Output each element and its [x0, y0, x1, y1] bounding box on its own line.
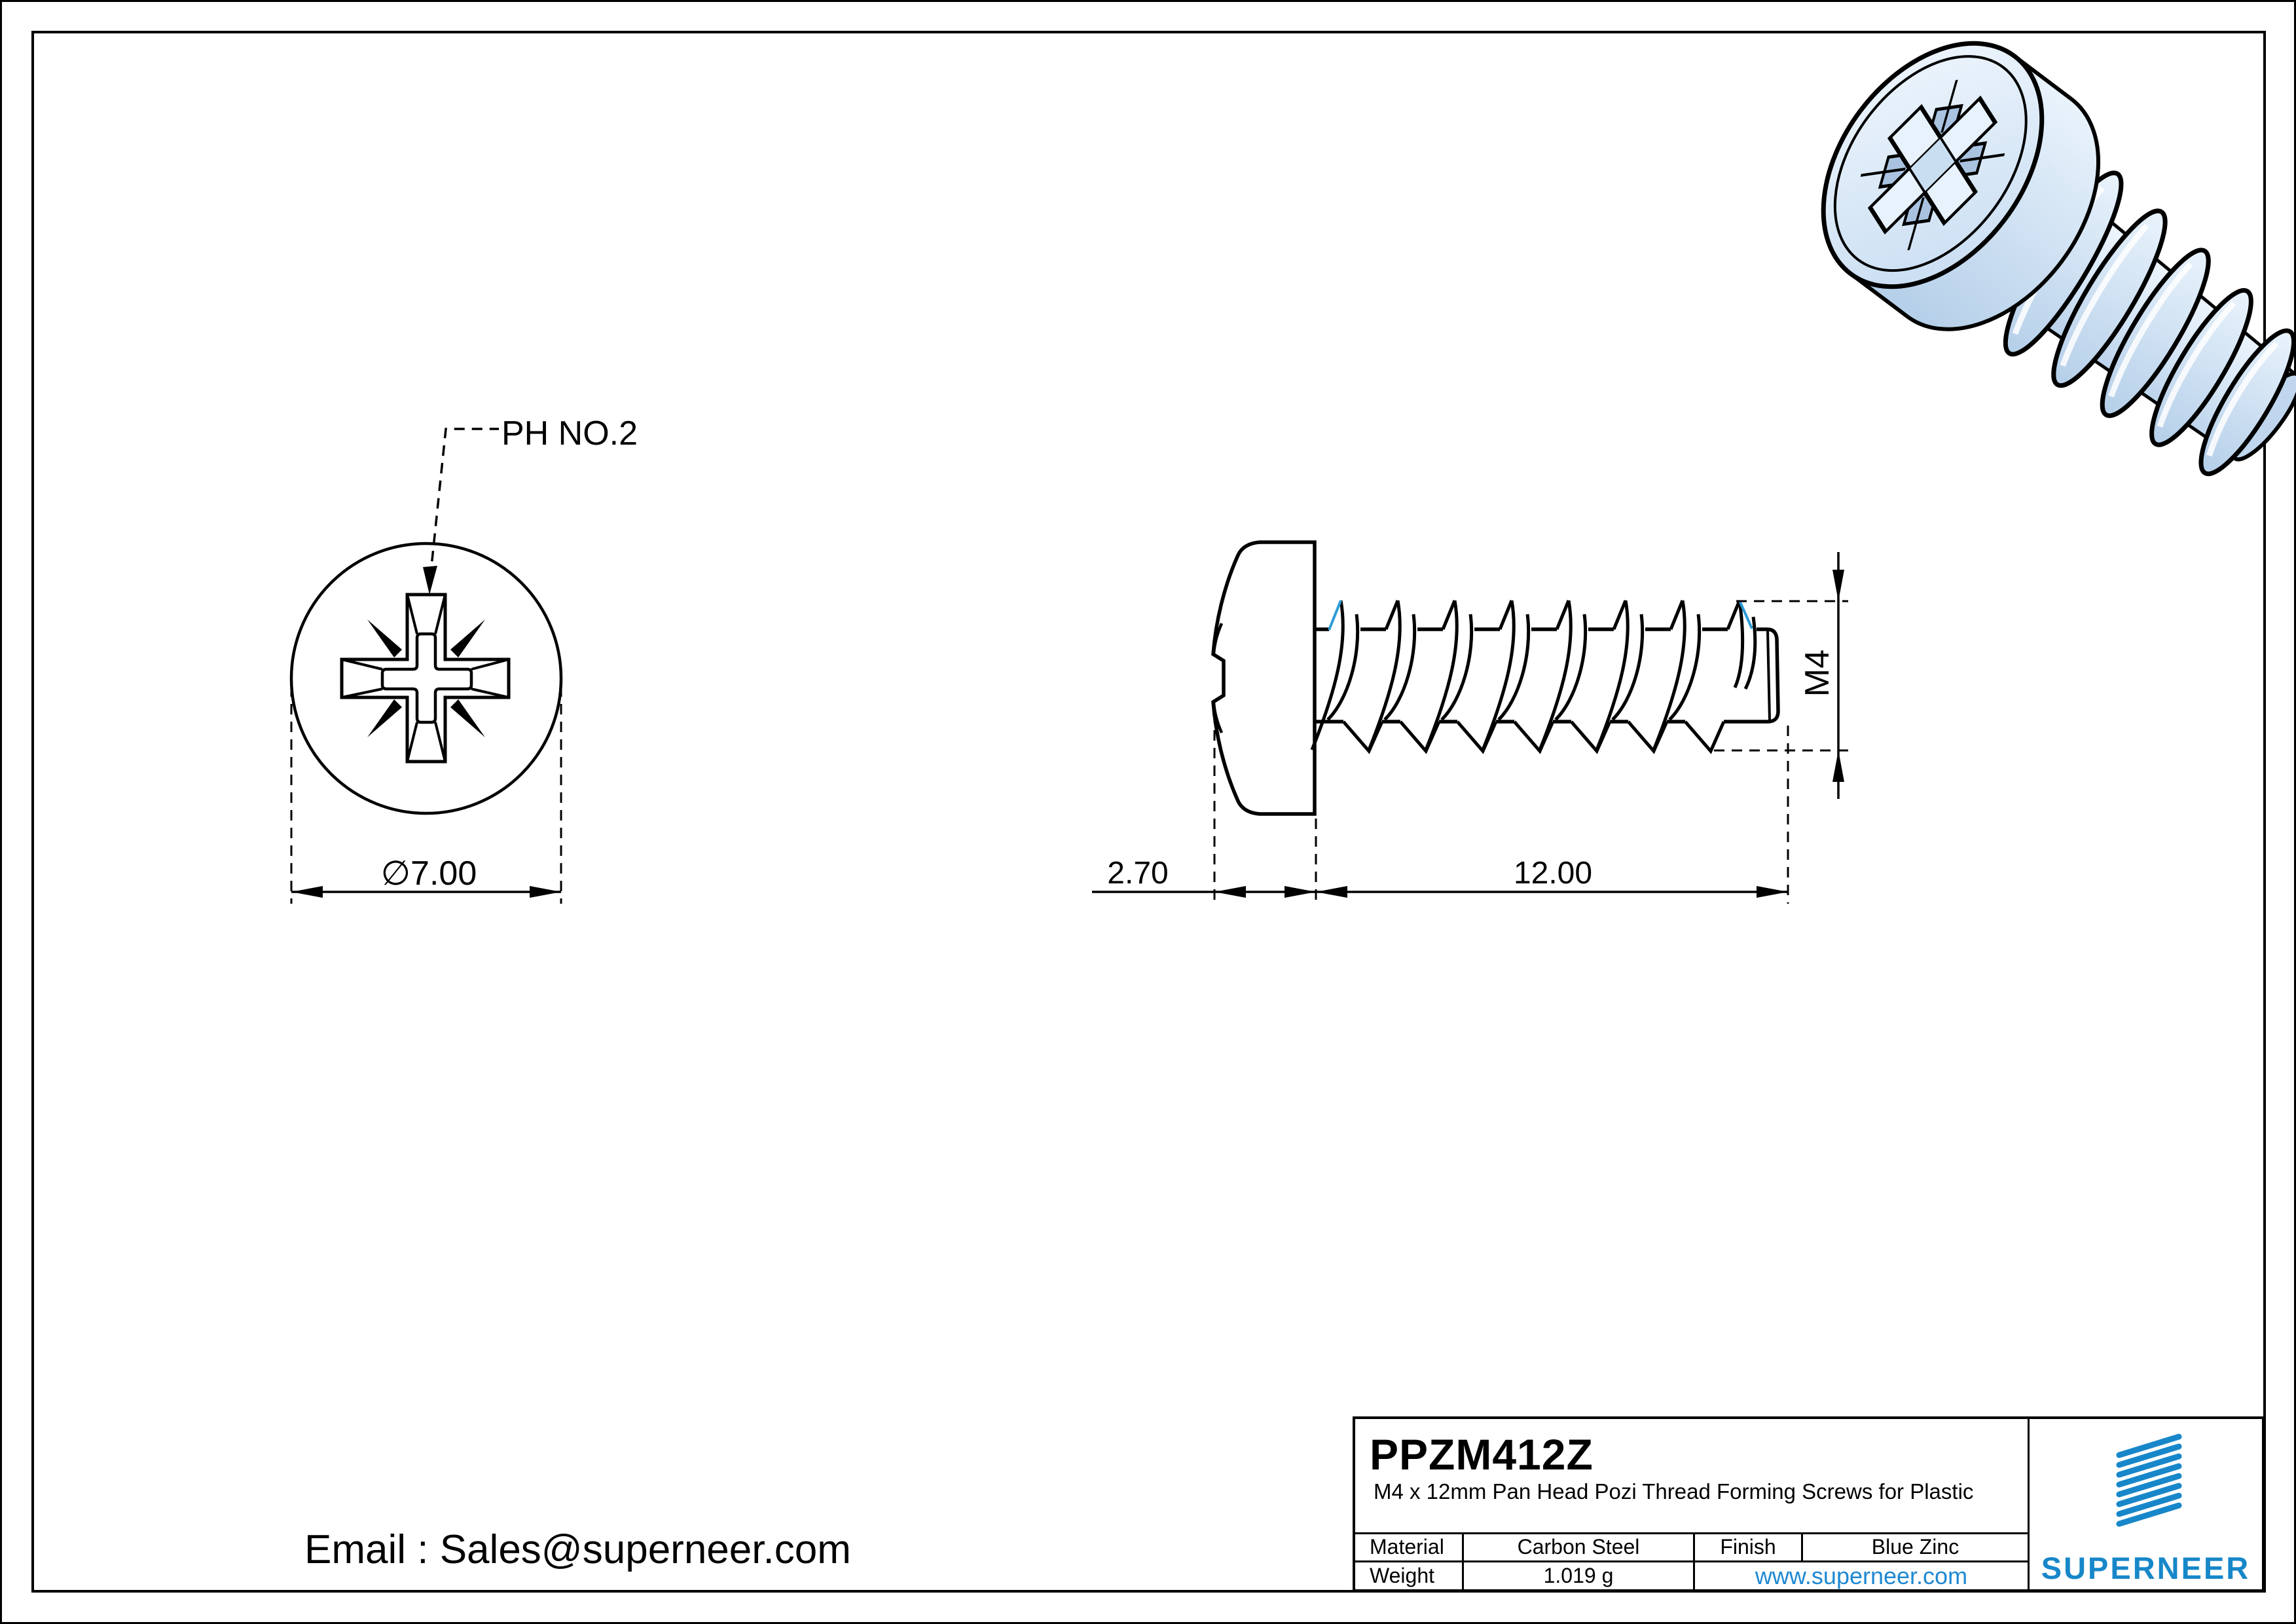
side-view [1092, 540, 1848, 904]
material-label: Material [1355, 1534, 1464, 1560]
title-block: PPZM412Z M4 x 12mm Pan Head Pozi Thread … [1353, 1416, 2265, 1592]
finish-value: Blue Zinc [1871, 1535, 1959, 1559]
front-view [289, 428, 563, 904]
material-value: Carbon Steel [1464, 1534, 1695, 1560]
brand-logo-stripes [2116, 1433, 2182, 1527]
weight-label: Weight [1355, 1562, 1464, 1589]
pozi-recess-3d [1860, 79, 2005, 251]
part-number: PPZM412Z [1370, 1430, 1594, 1479]
thread-length-dimension: 12.00 [1513, 856, 1593, 891]
head-height-dimension: 2.70 [1107, 856, 1169, 891]
contact-email: Email : Sales@superneer.com [304, 1527, 851, 1572]
pozi-wedges [367, 619, 485, 737]
part-description: M4 x 12mm Pan Head Pozi Thread Forming S… [1374, 1479, 1974, 1504]
title-block-header: PPZM412Z M4 x 12mm Pan Head Pozi Thread … [1355, 1419, 2028, 1532]
thread-size-dimension: M4 [1798, 649, 1836, 697]
brand-logo: SUPERNEER [2028, 1419, 2262, 1589]
drive-type-label: PH NO.2 [501, 415, 638, 452]
weight-value: 1.019 g [1464, 1562, 1695, 1589]
screw-3d [1821, 41, 2296, 477]
finish-label: Finish [1695, 1534, 1803, 1560]
head-diameter-dimension: ∅7.00 [380, 855, 477, 893]
thread-accents [1328, 600, 1753, 631]
brand-name: SUPERNEER [2041, 1551, 2251, 1585]
website-link[interactable]: www.superneer.com [1755, 1562, 1968, 1589]
threads [1310, 600, 1757, 754]
